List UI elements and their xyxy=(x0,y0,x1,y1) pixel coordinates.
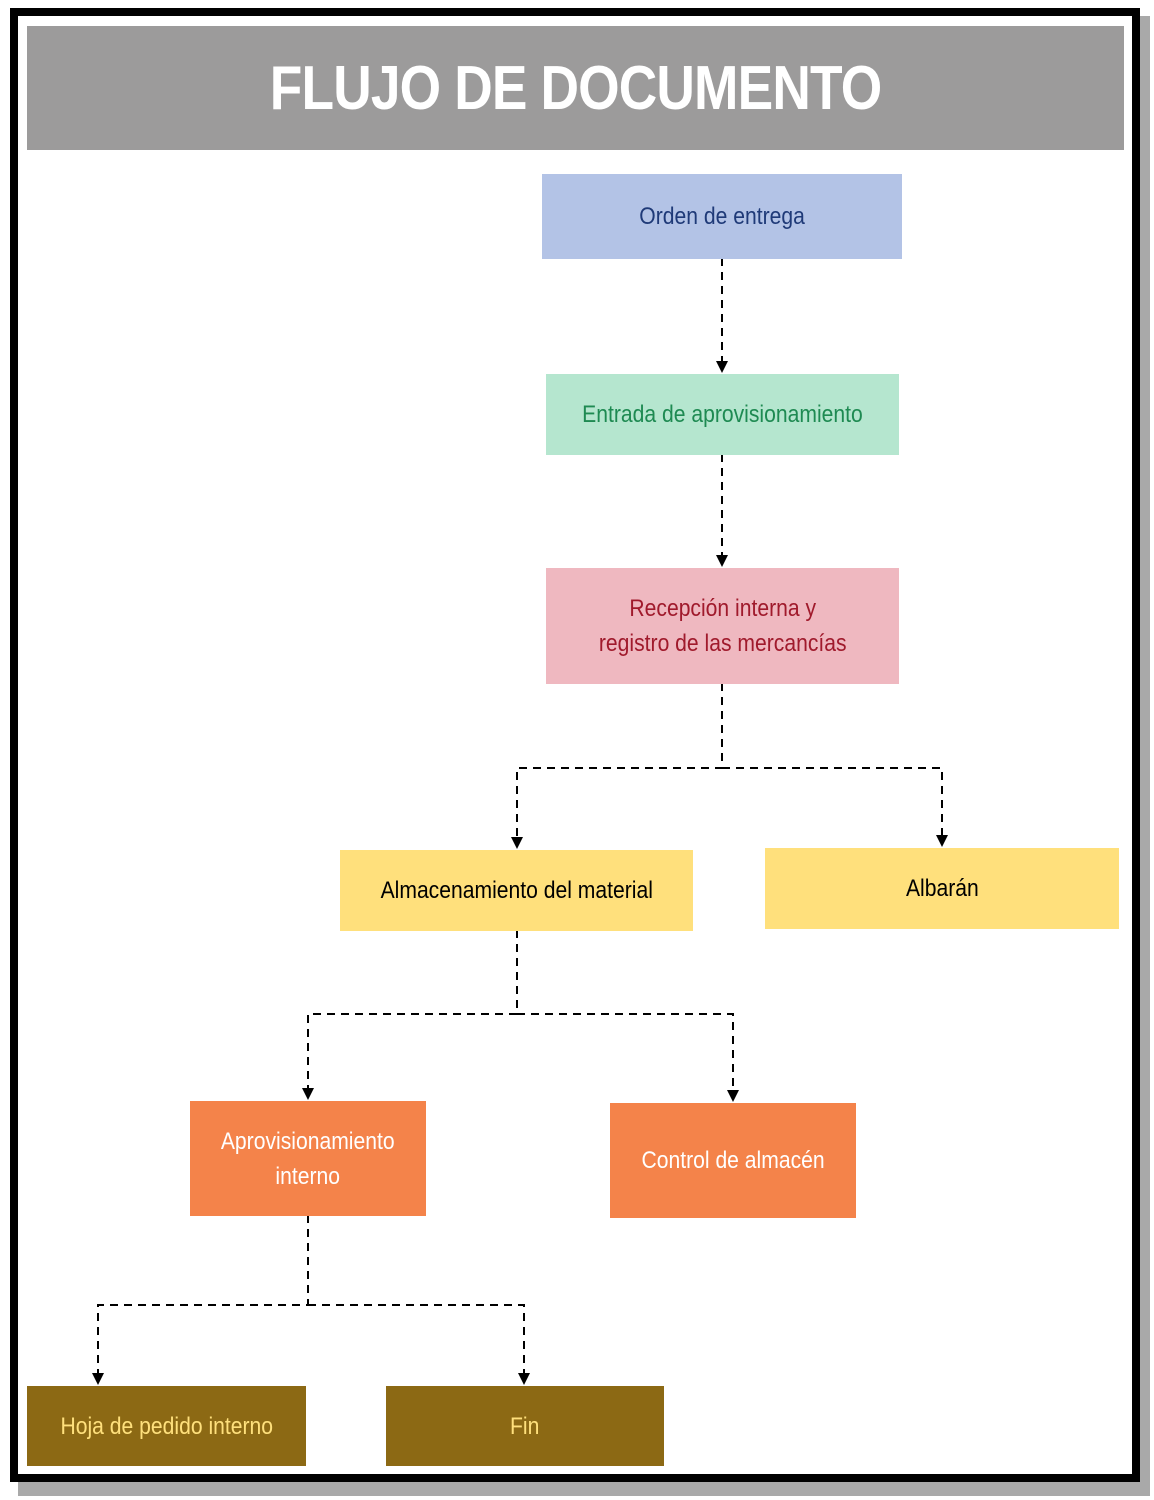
node-almacenamiento-del-material: Almacenamiento del material xyxy=(340,850,693,931)
node-aprovisionamiento-interno: Aprovisionamiento interno xyxy=(190,1101,426,1216)
edge-almacenamiento-aprovisionamiento xyxy=(302,930,518,1100)
node-label: Hoja de pedido interno xyxy=(60,1412,273,1440)
node-label: Fin xyxy=(510,1412,540,1440)
title-bar: FLUJO DE DOCUMENTO xyxy=(27,26,1124,150)
node-fin: Fin xyxy=(386,1386,664,1466)
canvas xyxy=(18,16,1132,1474)
node-hoja-de-pedido-interno: Hoja de pedido interno xyxy=(27,1386,306,1466)
node-entrada-de-aprovisionamiento: Entrada de aprovisionamiento xyxy=(546,374,899,455)
node-label: Almacenamiento del material xyxy=(380,877,653,904)
node-label: Control de almacén xyxy=(641,1147,825,1174)
node-label: Recepción interna y registro de las merc… xyxy=(598,595,847,657)
node-albaran: Albarán xyxy=(765,848,1119,929)
page-title: FLUJO DE DOCUMENTO xyxy=(269,53,882,123)
node-recepcion-interna: Recepción interna y registro de las merc… xyxy=(546,568,899,684)
edge-aprovisionamiento-fin xyxy=(308,1304,530,1385)
edge-recepcion-albaran xyxy=(722,767,948,847)
edge-aprovisionamiento-hoja xyxy=(92,1215,309,1385)
edge-recepcion-almacenamiento xyxy=(511,683,723,849)
node-control-de-almacen: Control de almacén xyxy=(610,1103,856,1218)
node-label: Orden de entrega xyxy=(639,203,805,230)
node-label: Aprovisionamiento interno xyxy=(221,1127,395,1190)
edge-almacenamiento-control xyxy=(517,1013,739,1102)
node-label: Entrada de aprovisionamiento xyxy=(582,401,863,428)
node-label: Albarán xyxy=(905,875,979,902)
node-orden-de-entrega: Orden de entrega xyxy=(542,174,902,259)
